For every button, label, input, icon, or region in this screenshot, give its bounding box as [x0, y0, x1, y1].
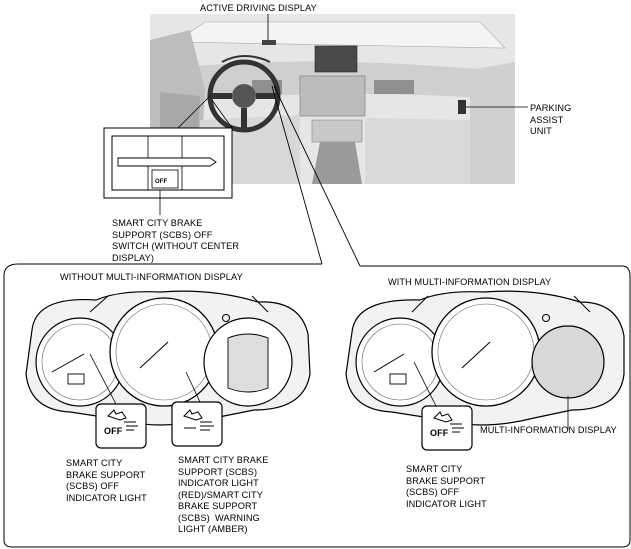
scbs-off-indicator-left-label: SMART CITY BRAKE SUPPORT (SCBS) OFF INDI…	[66, 458, 147, 503]
scbs-indicator-warning-label: SMART CITY BRAKE SUPPORT (SCBS) INDICATO…	[178, 455, 269, 534]
multi-information-display-label: MULTI-INFORMATION DISPLAY	[480, 425, 617, 435]
parking-assist-unit-label: PARKING ASSIST UNIT	[530, 103, 572, 136]
switch-callout	[103, 95, 233, 215]
scbs-off-icon-box-right	[421, 405, 473, 451]
off-icon-text-left: OFF	[104, 426, 123, 436]
leader-lines	[267, 14, 528, 108]
scbs-warning-icon-box	[171, 401, 223, 447]
right-instrument-cluster	[345, 290, 625, 430]
with-mid-title: WITH MULTI-INFORMATION DISPLAY	[388, 277, 552, 287]
switch-off-icon-text: OFF	[155, 179, 168, 185]
scbs-off-indicator-right-label: SMART CITY BRAKE SUPPORT (SCBS) OFF INDI…	[406, 464, 487, 509]
off-icon-text-right: OFF	[430, 428, 449, 438]
left-instrument-cluster	[25, 290, 311, 426]
scbs-off-icon-box-left	[95, 403, 147, 449]
cluster-callout	[3, 85, 631, 548]
without-mid-title: WITHOUT MULTI-INFORMATION DISPLAY	[60, 272, 243, 282]
scbs-off-switch-label: SMART CITY BRAKE SUPPORT (SCBS) OFF SWIT…	[112, 218, 240, 263]
active-driving-display-label: ACTIVE DRIVING DISPLAY	[200, 3, 317, 13]
